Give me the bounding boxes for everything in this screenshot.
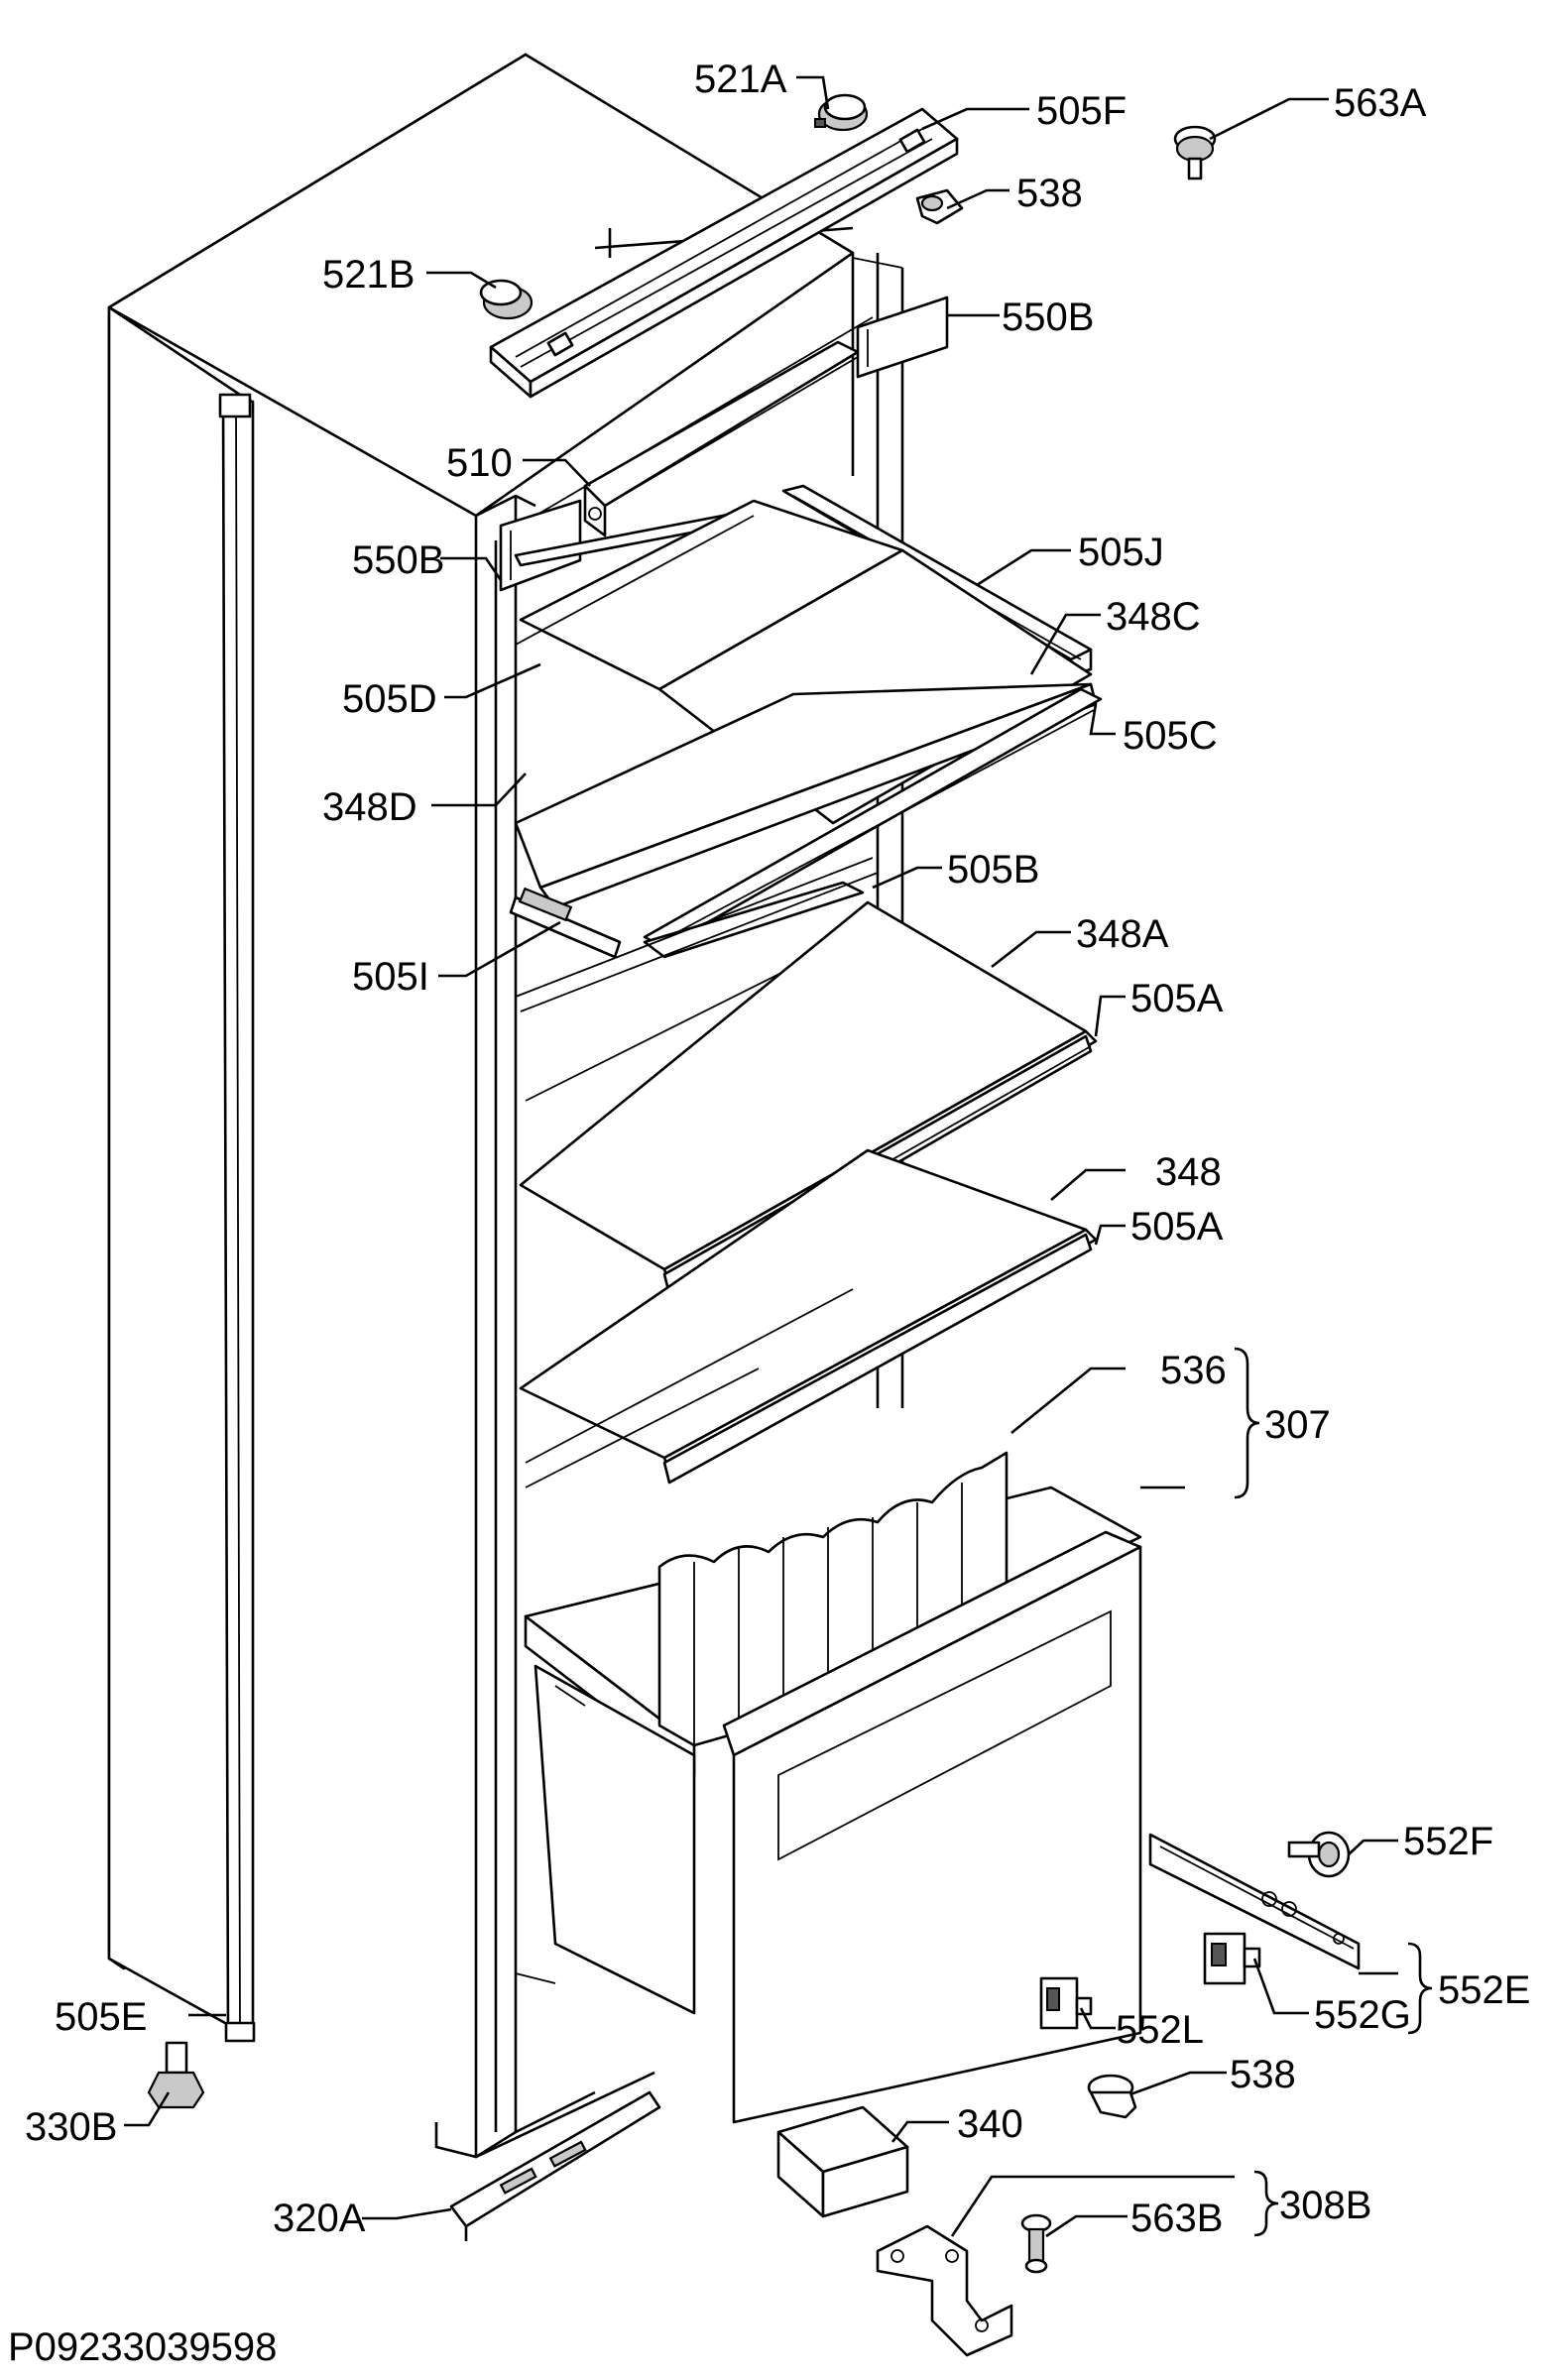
plate-320a bbox=[449, 2090, 661, 2241]
label-330b: 330B bbox=[25, 2105, 117, 2149]
label-505d: 505D bbox=[342, 677, 437, 721]
label-550b-right: 550B bbox=[1002, 296, 1094, 339]
upper-shelf-assembly bbox=[509, 484, 1103, 1102]
foot-330b-icon bbox=[147, 2041, 205, 2109]
leader-lines bbox=[124, 75, 1398, 2238]
label-550b-left: 550B bbox=[352, 538, 444, 582]
drawing-id: P09233039598 bbox=[8, 2325, 277, 2369]
block-340 bbox=[776, 2105, 909, 2218]
part-552l-icon bbox=[1039, 1976, 1093, 2030]
label-505f: 505F bbox=[1036, 89, 1127, 133]
rail-552e bbox=[1148, 1833, 1361, 1970]
label-552l: 552L bbox=[1116, 2008, 1204, 2052]
hinge-bar-505f bbox=[489, 107, 959, 399]
screw-563b-icon bbox=[1020, 2213, 1052, 2274]
label-552f: 552F bbox=[1403, 1820, 1493, 1863]
label-348a: 348A bbox=[1076, 912, 1169, 956]
label-563b: 563B bbox=[1130, 2197, 1223, 2240]
label-307: 307 bbox=[1264, 1403, 1331, 1447]
label-563a: 563A bbox=[1334, 81, 1427, 125]
label-505i: 505I bbox=[352, 955, 429, 999]
label-505c: 505C bbox=[1123, 714, 1218, 758]
part-552f-icon bbox=[1287, 1831, 1351, 1878]
label-536: 536 bbox=[1160, 1349, 1227, 1392]
label-538-lower: 538 bbox=[1230, 2053, 1296, 2096]
label-510: 510 bbox=[446, 441, 513, 485]
bracket-538-lower-icon bbox=[1087, 2074, 1137, 2119]
hinge-308b bbox=[876, 2224, 1013, 2357]
label-505e: 505E bbox=[55, 1995, 147, 2039]
label-505b: 505B bbox=[947, 848, 1039, 892]
label-538-top: 538 bbox=[1016, 172, 1083, 215]
label-308b: 308B bbox=[1279, 2184, 1371, 2227]
label-521b: 521B bbox=[322, 253, 415, 297]
label-505j: 505J bbox=[1078, 531, 1164, 574]
label-340: 340 bbox=[957, 2102, 1023, 2146]
screw-563a-icon bbox=[1173, 125, 1217, 180]
drawer-307 bbox=[524, 1451, 1142, 2124]
label-348: 348 bbox=[1155, 1150, 1222, 1194]
label-521a: 521A bbox=[694, 58, 787, 101]
part-552g-icon bbox=[1203, 1932, 1261, 1985]
brace-552e bbox=[1407, 1942, 1433, 2035]
part-labels: 521A 505F 563A 538 521B 550B 510 550B 50… bbox=[25, 58, 1530, 2240]
cap-521b-icon bbox=[479, 279, 534, 320]
glass-shelf-348 bbox=[519, 1148, 1098, 1488]
brace-308b bbox=[1253, 2170, 1279, 2237]
cover-550b-left bbox=[499, 499, 582, 592]
label-348d: 348D bbox=[322, 785, 417, 829]
cap-521a-icon bbox=[814, 93, 869, 132]
light-housing-510 bbox=[583, 340, 860, 537]
brace-307 bbox=[1234, 1347, 1260, 1499]
label-320a: 320A bbox=[273, 2197, 366, 2240]
bracket-538-top-icon bbox=[915, 188, 964, 225]
label-505a-upper: 505A bbox=[1130, 977, 1224, 1020]
label-552g: 552G bbox=[1314, 1993, 1411, 2037]
label-552e: 552E bbox=[1438, 1968, 1530, 2012]
label-348c: 348C bbox=[1106, 595, 1201, 639]
label-505a-lower: 505A bbox=[1130, 1205, 1224, 1249]
cover-550b-right bbox=[856, 296, 949, 379]
